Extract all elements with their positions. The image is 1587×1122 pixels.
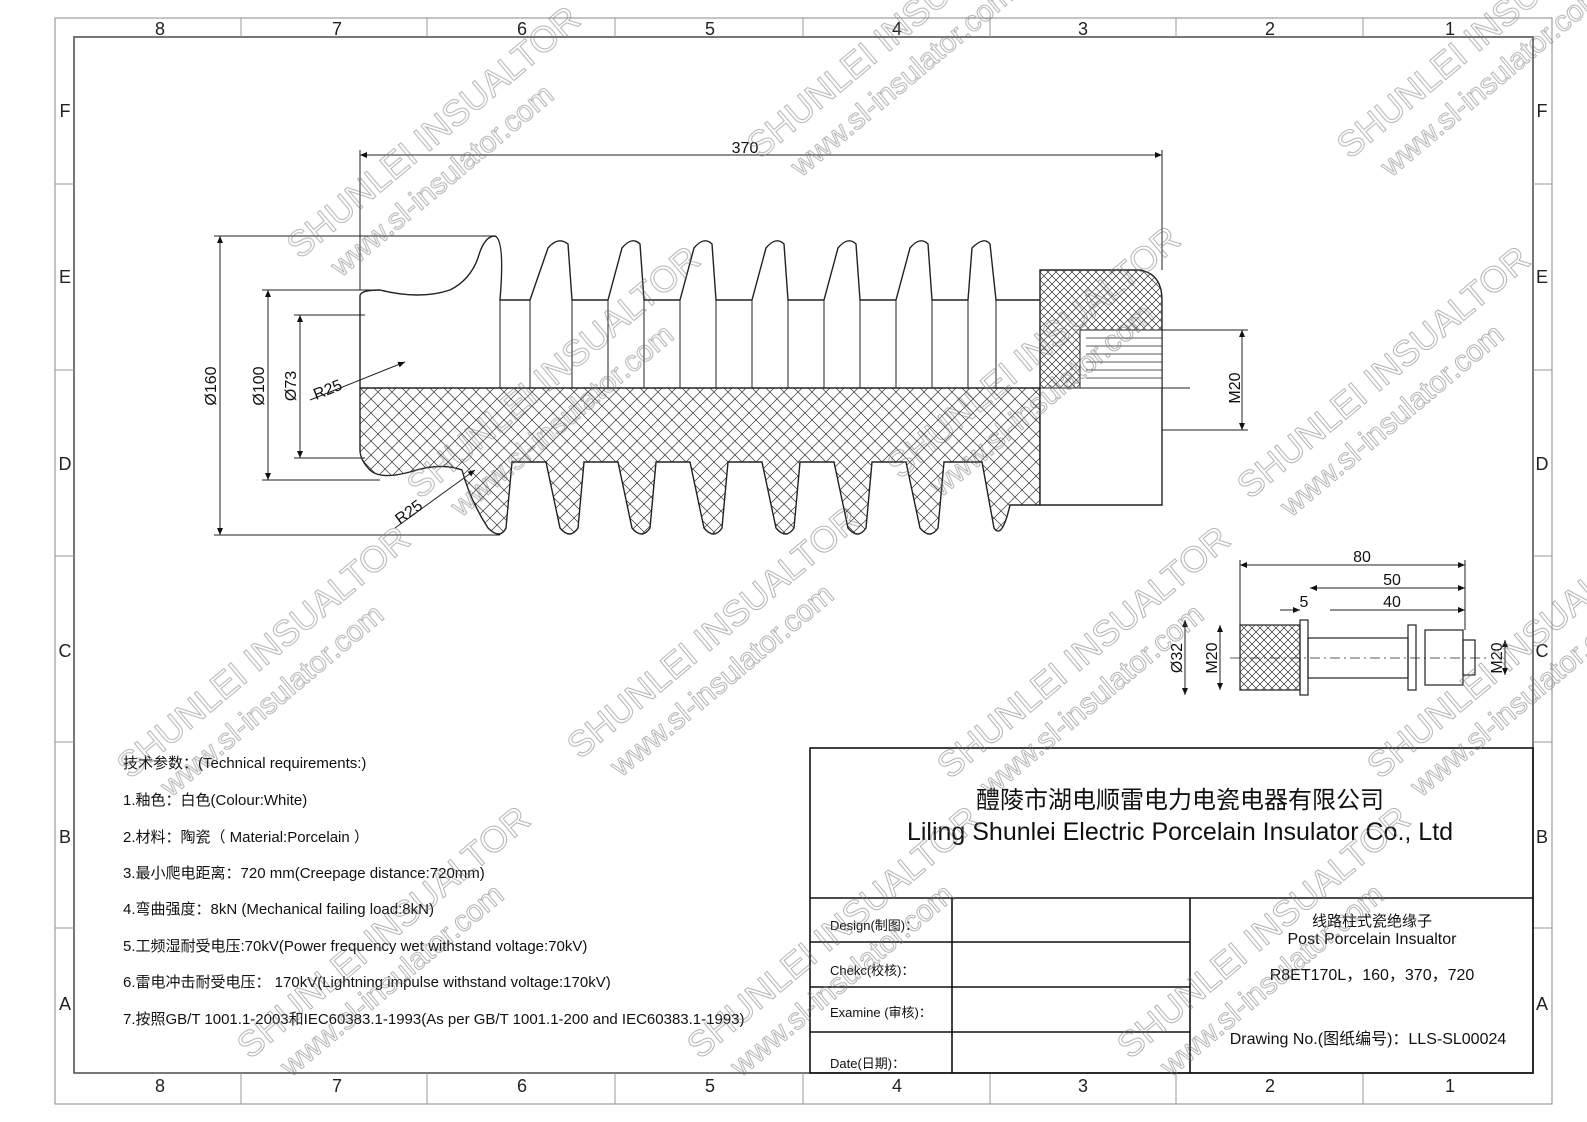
zone-col-bottom-5: 5	[705, 1076, 715, 1096]
date-label: Date(日期)：	[830, 1056, 905, 1071]
dim-dia-160: Ø160	[203, 366, 220, 405]
bolt-thread-section	[1239, 624, 1301, 691]
svg-text:SHUNLEI INSUALTOR: SHUNLEI INSUALTOR	[679, 798, 988, 1066]
zone-col-top-3: 3	[1078, 19, 1088, 39]
note-item: 4.弯曲强度：8kN (Mechanical failing load:8kN)	[123, 901, 434, 918]
insulator-upper-outline	[359, 235, 1040, 388]
insulator-view	[359, 235, 1190, 535]
bolt-washer-right	[1407, 624, 1417, 691]
dim-50: 50	[1383, 572, 1401, 589]
watermark: SHUNLEI INSUALTOR www.sl-insulator.com	[678, 797, 988, 1084]
zone-col-bottom-4: 4	[892, 1076, 902, 1096]
title-block	[809, 747, 1534, 1074]
bolt-dimension-labels: 80 50 40 5 Ø32 M20 M20	[1169, 549, 1506, 674]
zone-row-right-d: D	[1536, 454, 1549, 474]
dim-r25-top: R25	[311, 377, 345, 404]
svg-text:SHUNLEI INSUALTOR: SHUNLEI INSUALTOR	[109, 518, 418, 786]
svg-text:SHUNLEI INSUALTOR: SHUNLEI INSUALTOR	[279, 0, 588, 266]
product-name-cn: 线路柱式瓷绝缘子	[1312, 913, 1432, 930]
zone-row-right-a: A	[1536, 994, 1548, 1014]
bolt-end	[1462, 639, 1476, 676]
zone-col-bottom-7: 7	[332, 1076, 342, 1096]
technical-notes: 技术参数：(Technical requirements:) 1.釉色：白色(C…	[123, 755, 745, 1028]
zone-row-right-c: C	[1536, 641, 1549, 661]
bolt-washer-left	[1299, 619, 1309, 696]
zone-col-bottom-6: 6	[517, 1076, 527, 1096]
zone-col-top-1: 1	[1445, 19, 1455, 39]
zone-row-left-c: C	[59, 641, 72, 661]
note-item: 3.最小爬电距离：720 mm(Creepage distance:720mm)	[123, 865, 485, 882]
svg-text:SHUNLEI INSUALTOR: SHUNLEI INSUALTOR	[559, 498, 868, 766]
dim-5: 5	[1300, 594, 1309, 611]
zone-col-bottom-8: 8	[155, 1076, 165, 1096]
zone-row-left-b: B	[59, 827, 71, 847]
dim-m20-cap: M20	[1227, 372, 1244, 403]
bolt-detail	[1230, 619, 1490, 696]
zone-ticks	[55, 18, 1552, 1104]
note-item: 6.雷电冲击耐受电压： 170kV(Lightning impulse with…	[123, 974, 611, 991]
zone-col-top-4: 4	[892, 19, 902, 39]
dim-40: 40	[1383, 594, 1401, 611]
product-name-en: Post Porcelain Insualtor	[1288, 931, 1458, 948]
watermark: SHUNLEI INSUALTOR www.sl-insulator.com	[1328, 0, 1587, 184]
company-name-en: Liling Shunlei Electric Porcelain Insula…	[907, 818, 1453, 846]
note-item: 5.工频湿耐受电压:70kV(Power frequency wet withs…	[123, 938, 587, 955]
insulator-lower-section	[359, 387, 1041, 535]
watermark: SHUNLEI INSUALTOR www.sl-insulator.com	[1228, 237, 1538, 524]
zone-row-right-e: E	[1536, 267, 1548, 287]
drawing-number: Drawing No.(图纸编号)：LLS-SL00024	[1230, 1030, 1507, 1048]
watermark: SHUNLEI INSUALTOR www.sl-insulator.com	[1358, 517, 1587, 804]
company-name-cn: 醴陵市湖电顺雷电力电瓷电器有限公司	[976, 787, 1384, 814]
watermark: SHUNLEI INSUALTOR www.sl-insulator.com	[558, 497, 868, 784]
zone-row-left-a: A	[59, 994, 71, 1014]
svg-text:SHUNLEI INSUALTOR: SHUNLEI INSUALTOR	[1229, 238, 1538, 506]
zone-labels: 8 7 6 5 4 3 2 1 8 7 6 5 4 3 2 1 F E D C …	[59, 19, 1549, 1096]
watermark: SHUNLEI INSUALTOR www.sl-insulator.com	[738, 0, 1048, 184]
bolt-dimensions	[1182, 560, 1508, 695]
zone-col-top-8: 8	[155, 19, 165, 39]
title-block-text: 醴陵市湖电顺雷电力电瓷电器有限公司 Liling Shunlei Electri…	[830, 787, 1506, 1071]
zone-row-right-b: B	[1536, 827, 1548, 847]
zone-col-bottom-1: 1	[1445, 1076, 1455, 1096]
zone-col-bottom-2: 2	[1265, 1076, 1275, 1096]
notes-heading: 技术参数：(Technical requirements:)	[123, 755, 366, 772]
dim-dia-32: Ø32	[1169, 643, 1186, 673]
examine-label: Examine (审核)：	[830, 1005, 932, 1020]
zone-col-top-7: 7	[332, 19, 342, 39]
zone-row-right-f: F	[1537, 101, 1548, 121]
zone-row-left-d: D	[59, 454, 72, 474]
dim-dia-73: Ø73	[283, 371, 300, 401]
svg-text:SHUNLEI INSUALTOR: SHUNLEI INSUALTOR	[929, 518, 1238, 786]
dim-80: 80	[1353, 549, 1371, 566]
note-item: 2.材料：陶瓷（ Material:Porcelain ）	[123, 829, 369, 846]
zone-col-top-2: 2	[1265, 19, 1275, 39]
zone-row-left-f: F	[60, 101, 71, 121]
check-label: Chekc(校核)：	[830, 963, 915, 978]
dim-370: 370	[732, 140, 759, 157]
zone-col-top-6: 6	[517, 19, 527, 39]
cap-thread-lines	[1086, 337, 1162, 379]
dim-m20-bolt-right: M20	[1489, 642, 1506, 673]
model-designation: R8ET170L，160，370，720	[1270, 967, 1475, 984]
dim-dia-100: Ø100	[251, 366, 268, 405]
watermark: SHUNLEI INSUALTOR www.sl-insulator.com	[278, 0, 588, 284]
zone-col-bottom-3: 3	[1078, 1076, 1088, 1096]
dim-m20-bolt-left: M20	[1204, 642, 1221, 673]
zone-col-top-5: 5	[705, 19, 715, 39]
dimension-labels: 370 Ø160 Ø100 Ø73 R25 R25 M20	[203, 140, 1244, 528]
zone-row-left-e: E	[59, 267, 71, 287]
note-item: 7.按照GB/T 1001.1-2003和IEC60383.1-1993(As …	[123, 1011, 745, 1028]
note-item: 1.釉色：白色(Colour:White)	[123, 792, 307, 809]
design-label: Design(制图)：	[830, 918, 918, 933]
dimensions	[214, 150, 1248, 536]
